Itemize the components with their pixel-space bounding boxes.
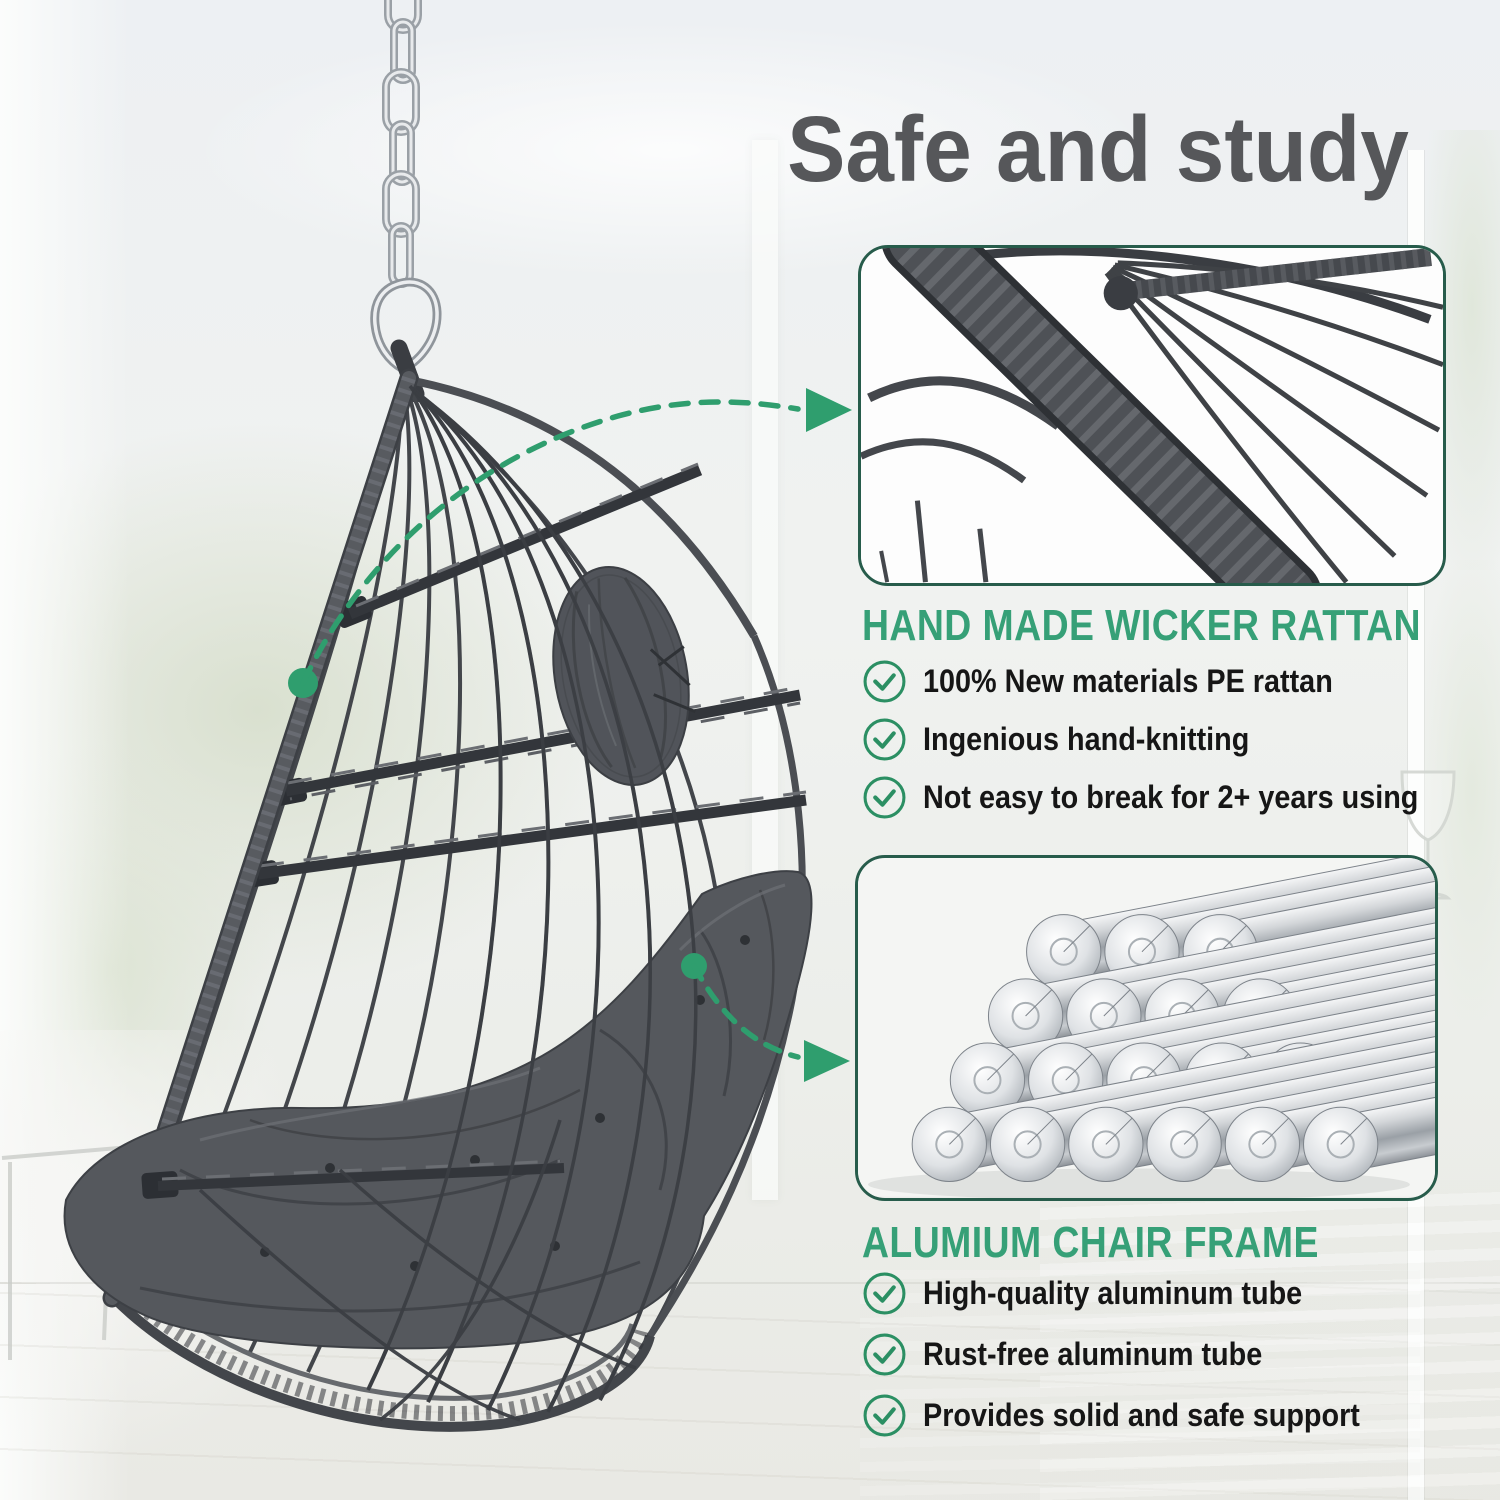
seat-rail (141, 1159, 565, 1199)
feature-list-wicker: 100% New materials PE rattan Ingenious h… (862, 658, 1473, 832)
check-circle-icon (863, 1272, 906, 1314)
check-circle-icon (863, 660, 906, 702)
headrest-pillow (552, 566, 696, 786)
cushion-buttons (260, 935, 750, 1271)
hanging-chain (370, 0, 442, 375)
section-heading-wicker: HAND MADE WICKER RATTAN (862, 601, 1421, 650)
wicker-rattan-closeup (861, 248, 1443, 583)
aluminum-tubes-stack (858, 858, 1435, 1198)
canopy-rim (408, 376, 758, 639)
check-circle-icon (863, 776, 906, 818)
feature-text: Provides solid and safe support (923, 1396, 1360, 1433)
feature-text: High-quality aluminum tube (923, 1274, 1303, 1311)
check-circle-icon (863, 718, 906, 760)
background-patio-furniture-left (860, 1270, 1420, 1500)
feature-item: Rust-free aluminum tube (862, 1331, 1408, 1377)
front-ropes (198, 384, 698, 1422)
aluminum-rods (911, 858, 1435, 1183)
background-patio-furniture (1040, 1180, 1500, 1500)
wicker-rattan-inset-photo (858, 245, 1446, 586)
section-heading-aluminum: ALUMIUM CHAIR FRAME (862, 1218, 1319, 1267)
feature-text: Ingenious hand-knitting (923, 720, 1250, 757)
feature-item: 100% New materials PE rattan (862, 658, 1473, 704)
dashed-arrow-icon (288, 388, 852, 698)
check-circle-icon (863, 1333, 906, 1375)
aluminum-tube-inset-photo (855, 855, 1438, 1201)
feature-item: Provides solid and safe support (862, 1392, 1408, 1438)
feature-text: 100% New materials PE rattan (923, 662, 1333, 699)
dashed-arrow-icon (681, 953, 850, 1082)
back-rails (243, 462, 807, 888)
feature-item: Not easy to break for 2+ years using (862, 774, 1473, 820)
feature-list-aluminum: High-quality aluminum tube Rust-free alu… (862, 1270, 1408, 1453)
feature-text: Not easy to break for 2+ years using (923, 778, 1419, 815)
wrapped-rattan-bar (882, 248, 1320, 583)
feature-item: High-quality aluminum tube (862, 1270, 1408, 1316)
swing-chair (63, 339, 813, 1432)
page-title: Safe and study (787, 97, 1409, 201)
background-sky (180, 20, 1160, 280)
check-circle-icon (863, 1394, 906, 1436)
feature-item: Ingenious hand-knitting (862, 716, 1473, 762)
feature-text: Rust-free aluminum tube (923, 1335, 1263, 1372)
